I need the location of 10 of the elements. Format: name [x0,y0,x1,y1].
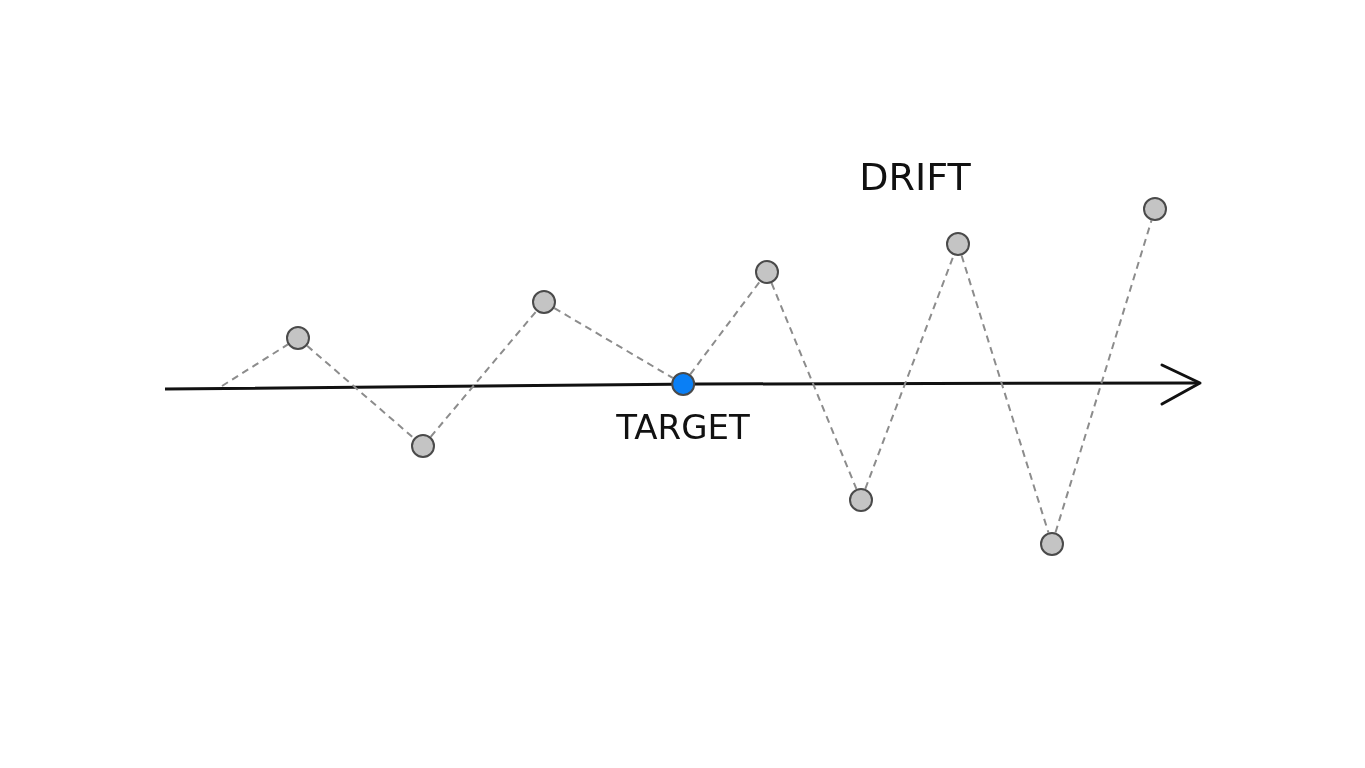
dashed-line [1054,219,1153,534]
dashed-line [770,282,858,490]
dashed-line [306,344,415,440]
dashed-line [429,310,538,438]
dashed-line [553,307,674,379]
dashed-line [221,343,289,387]
dashed-line [960,254,1050,534]
point-label: TARGET [616,410,750,444]
annotation-text: DRIFT [859,158,971,196]
dashed-line [689,280,761,376]
